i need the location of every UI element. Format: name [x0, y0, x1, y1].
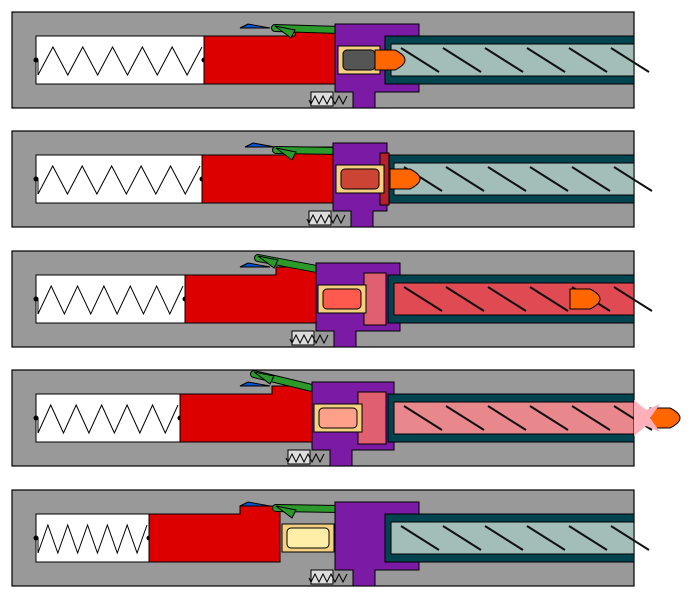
sear-hook [275, 505, 297, 519]
rifling-groove [445, 166, 485, 192]
rifling-groove [613, 286, 653, 312]
recoil-spring [37, 403, 179, 435]
bore [390, 521, 635, 555]
bullet [649, 407, 681, 429]
spring-anchor-rear [33, 57, 39, 63]
trigger-tab [244, 142, 276, 148]
rifling-groove [568, 47, 608, 73]
powder-charge [342, 49, 376, 71]
locking-lug [363, 272, 387, 326]
sear-hook [257, 255, 279, 269]
rifling-groove [484, 525, 524, 551]
bullet [374, 49, 406, 71]
sear-hook [253, 371, 275, 385]
rifling-groove [400, 47, 440, 73]
powder-charge [286, 527, 330, 549]
panel-stage-4 [11, 369, 681, 467]
spring-anchor-rear [33, 415, 39, 421]
panel-stage-1 [11, 11, 650, 109]
firing-pin-spring [289, 333, 329, 345]
sear-hook [274, 25, 296, 39]
spring-anchor-rear [33, 296, 39, 302]
bolt-carrier [179, 385, 313, 443]
trigger-tab [239, 381, 271, 387]
panel-stage-3 [11, 250, 653, 348]
rifling-groove [487, 166, 527, 192]
firing-pin-spring [285, 452, 325, 464]
powder-charge [340, 168, 380, 190]
trigger-tab [239, 501, 271, 507]
rifling-groove [571, 405, 611, 431]
bore [393, 401, 635, 435]
recoil-spring [37, 284, 184, 316]
rifling-groove [487, 405, 527, 431]
powder-charge [318, 407, 358, 429]
firing-pin-spring [308, 94, 348, 106]
rifling-groove [403, 286, 443, 312]
spring-anchor-rear [33, 535, 39, 541]
bore [393, 282, 635, 316]
rifling-groove [442, 47, 482, 73]
rifling-groove [613, 166, 653, 192]
spring-anchor-rear [33, 176, 39, 182]
rifling-groove [529, 166, 569, 192]
recoil-spring [37, 523, 148, 555]
recoil-spring [37, 164, 201, 196]
panel-stage-5 [11, 489, 650, 587]
rifling-groove [568, 525, 608, 551]
sear-hook [275, 147, 297, 161]
rifling-groove [529, 405, 569, 431]
rifling-groove [571, 166, 611, 192]
rifling-groove [445, 405, 485, 431]
bore [393, 162, 635, 196]
bullet [569, 288, 601, 310]
recoil-spring [37, 45, 203, 77]
bolt-carrier [148, 505, 281, 563]
trigger-tab [239, 23, 271, 29]
panel-stage-2 [11, 130, 653, 228]
rifling-groove [610, 47, 650, 73]
bolt-carrier [201, 146, 334, 204]
rifling-groove [526, 525, 566, 551]
muzzle-flash [634, 400, 660, 436]
bullet [389, 168, 421, 190]
bore [390, 43, 635, 77]
firing-pin-spring [306, 213, 346, 225]
rifling-groove [445, 286, 485, 312]
trigger-tab [239, 262, 271, 268]
rifling-groove [403, 405, 443, 431]
rifling-groove [529, 286, 569, 312]
rifling-groove [487, 286, 527, 312]
firing-pin-spring [308, 572, 348, 584]
rifling-groove [484, 47, 524, 73]
bolt-carrier [184, 266, 317, 324]
powder-charge [322, 288, 362, 310]
rifling-groove [610, 525, 650, 551]
bolt-carrier [203, 27, 336, 85]
rifling-groove [442, 525, 482, 551]
rifling-groove [526, 47, 566, 73]
rifling-groove [400, 525, 440, 551]
